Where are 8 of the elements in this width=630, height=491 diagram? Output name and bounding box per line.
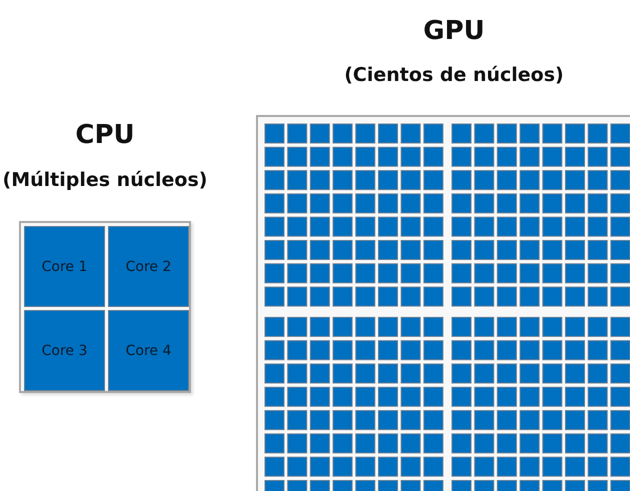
subheading: (Múltiples núcleos)	[2, 168, 208, 193]
core-label: Core 2	[126, 258, 172, 274]
subheading: (Cientos de núcleos)	[343, 63, 565, 88]
core-label: Core 4	[126, 342, 172, 358]
heading: CPU	[74, 119, 136, 152]
heading: GPU	[422, 15, 486, 48]
core-label: Core 3	[42, 342, 88, 358]
core-label: Core 1	[42, 258, 88, 274]
